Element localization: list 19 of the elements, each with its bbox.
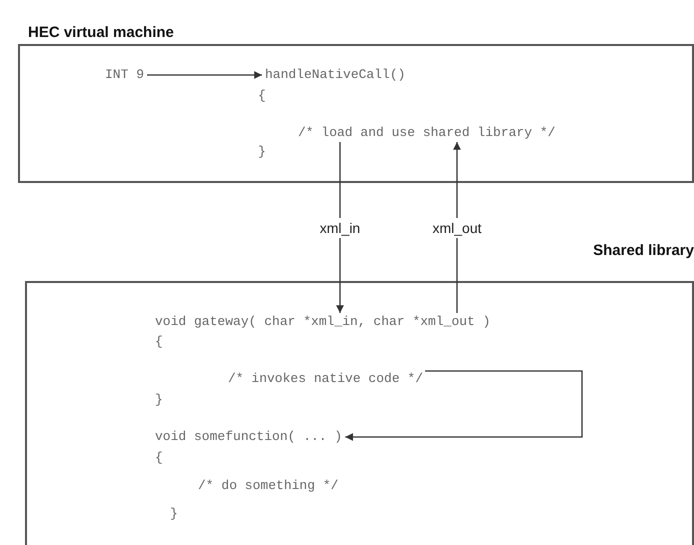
code-text: } bbox=[170, 506, 178, 522]
arrow bbox=[453, 142, 461, 313]
code-line: void somefunction( ... ) bbox=[155, 429, 342, 445]
code-line: void gateway( char *xml_in, char *xml_out ) bbox=[155, 314, 490, 330]
code-line: /* invokes native code */ bbox=[228, 371, 424, 387]
code-text: /* do something */ bbox=[198, 478, 338, 494]
group-title: Shared library bbox=[593, 242, 694, 259]
code-line: handleNativeCall() bbox=[265, 67, 406, 83]
code-text: } bbox=[258, 144, 266, 160]
code-line: INT 9 bbox=[105, 67, 144, 83]
code-text: { bbox=[155, 450, 163, 466]
code-text: } bbox=[155, 392, 163, 408]
code-text: { bbox=[258, 88, 266, 104]
code-line: /* load and use shared library */ bbox=[298, 125, 556, 141]
code-text: { bbox=[155, 334, 163, 350]
arrow bbox=[345, 370, 583, 441]
group-title: HEC virtual machine bbox=[28, 24, 174, 41]
arrow bbox=[336, 142, 344, 313]
arrow bbox=[147, 71, 262, 79]
